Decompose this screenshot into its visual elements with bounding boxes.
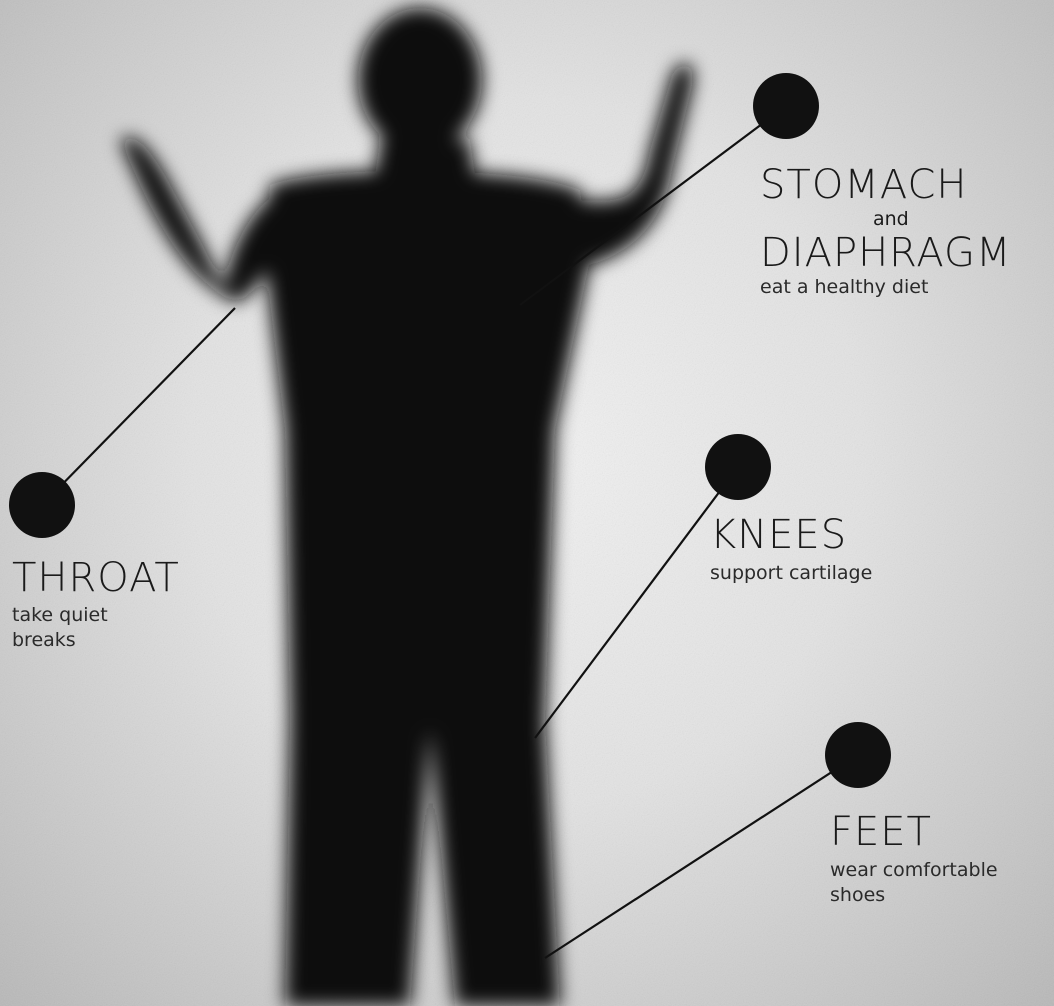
feet-callout: FEET wear comfortable shoes [830, 812, 1050, 907]
feet-dot [825, 722, 891, 788]
knees-tip: support cartilage [710, 561, 1010, 586]
stomach-tip: eat a healthy diet [760, 275, 1045, 300]
stomach-title: STOMACH [760, 165, 1045, 205]
knees-dot [705, 434, 771, 500]
throat-tip-line1: take quiet [12, 603, 252, 628]
diaphragm-title: DIAPHRAGM [760, 233, 1045, 273]
knees-callout: KNEES support cartilage [710, 515, 1010, 586]
stomach-callout: STOMACH and DIAPHRAGM eat a healthy diet [760, 165, 1045, 300]
stomach-dot [753, 73, 819, 139]
throat-tip-line2: breaks [12, 628, 252, 653]
feet-title: FEET [830, 812, 1050, 852]
feet-tip-line2: shoes [830, 883, 1050, 908]
throat-callout: THROAT take quiet breaks [12, 558, 252, 652]
knees-title: KNEES [710, 515, 1010, 555]
throat-title: THROAT [12, 558, 252, 598]
feet-tip-line1: wear comfortable [830, 858, 1050, 883]
stomach-connector: and [873, 210, 1045, 229]
throat-dot [9, 472, 75, 538]
